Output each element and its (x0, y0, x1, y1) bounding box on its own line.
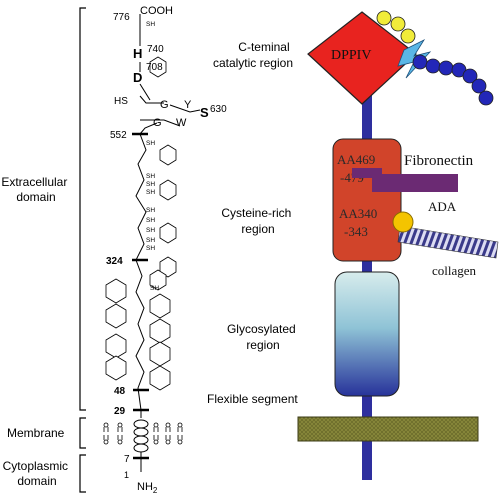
svg-text:SH: SH (150, 285, 159, 292)
cytoplasmic-label: Cytoplasmic domain (3, 459, 72, 488)
svg-text:SH: SH (146, 217, 155, 224)
cooh-label: COOH (140, 5, 173, 17)
residue-w: W (176, 117, 187, 129)
residue-y: Y (184, 99, 192, 111)
ada-ball (392, 211, 414, 233)
residue-ticks (132, 132, 149, 460)
svg-text:SH: SH (146, 245, 155, 252)
residue-776: 776 (113, 12, 130, 23)
residue-h: H (133, 46, 142, 61)
membrane-bar (297, 416, 479, 442)
catalytic-region-label: C-teminal catalytic region (213, 40, 293, 70)
cysteine-rich-region-box (332, 138, 402, 262)
glycosylated-label: Glycosylated region (227, 322, 299, 352)
aa340-label: AA340 -343 (339, 206, 381, 239)
svg-text:SH: SH (146, 181, 155, 188)
nh2-label: NH2 (137, 481, 158, 495)
residue-324: 324 (106, 256, 123, 267)
transmembrane-stalk (362, 60, 372, 480)
cysteine-rich-label: Cysteine-rich region (221, 206, 294, 236)
domain-brackets (79, 7, 86, 493)
residue-g2: G (153, 117, 162, 129)
glycosylated-region-box (334, 271, 400, 397)
residue-740: 740 (147, 44, 164, 55)
residue-630: 630 (210, 104, 227, 115)
polypeptide-chain (133, 14, 201, 472)
membrane-lipids (103, 422, 183, 445)
ada-label: ADA (428, 199, 457, 214)
svg-text:SH: SH (146, 237, 155, 244)
hs-label: HS (114, 96, 128, 107)
residue-708: 708 (146, 62, 163, 73)
membrane-label: Membrane (7, 426, 65, 440)
residue-1: 1 (124, 470, 129, 480)
flexible-segment-label: Flexible segment (207, 392, 298, 406)
dppiv-label: DPPIV (331, 48, 371, 63)
svg-text:SH: SH (146, 207, 155, 214)
carbohydrate-hexagons (105, 56, 177, 391)
fibronectin-bar (372, 174, 458, 192)
extracellular-label: Extracellular domain (1, 175, 70, 204)
residue-552: 552 (110, 130, 127, 141)
dppiv-diamond (307, 11, 417, 105)
svg-text:SH: SH (146, 189, 155, 196)
residue-7: 7 (124, 454, 130, 465)
residue-d: D (133, 70, 142, 85)
collagen-fiber (397, 225, 499, 259)
fibronectin-bar-tip (352, 168, 382, 178)
svg-text:SH: SH (146, 21, 155, 28)
svg-text:SH: SH (146, 173, 155, 180)
svg-text:SH: SH (146, 140, 155, 147)
svg-text:SH: SH (146, 227, 155, 234)
substrate-bead-chain (376, 10, 494, 106)
sh-labels: SH SH SH SH SH SH SH SH SH SH SH (146, 21, 159, 292)
fibronectin-label: Fibronectin (404, 153, 474, 169)
collagen-label: collagen (432, 263, 477, 278)
residue-29: 29 (114, 406, 126, 417)
residue-g1: G (160, 99, 169, 111)
residue-s: S (200, 105, 209, 120)
residue-48: 48 (114, 386, 126, 397)
